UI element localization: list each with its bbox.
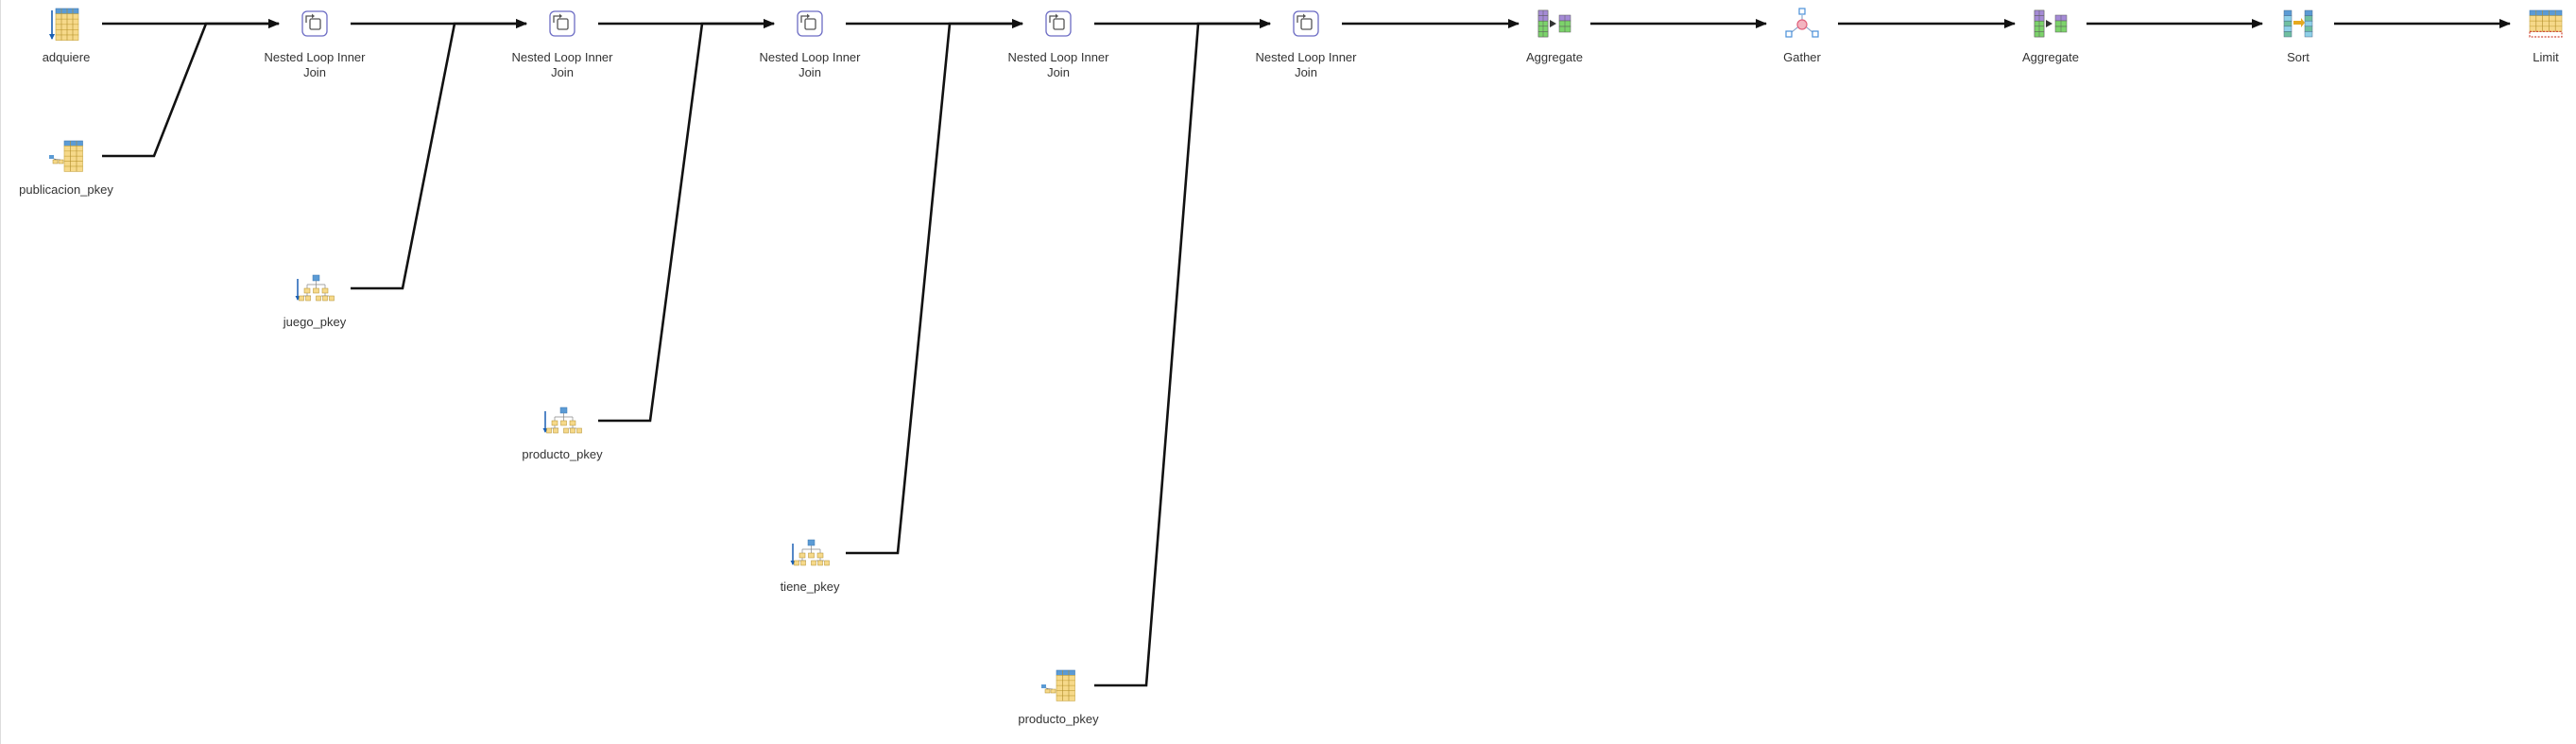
node-label-line: producto_pkey [522,447,603,461]
node-label-line: Sort [2287,50,2310,64]
node-label-line: Join [551,65,574,79]
nested-loop-icon [797,10,823,37]
node-label: Gather [1783,50,1821,64]
plan-node-adquiere[interactable]: adquiere [43,8,91,64]
node-label-line: Gather [1783,50,1821,64]
node-label-line: producto_pkey [1018,712,1099,726]
node-label-line: Join [303,65,326,79]
node-label: producto_pkey [522,447,603,461]
node-label: Aggregate [2022,50,2079,64]
node-label-line: tiene_pkey [781,580,840,594]
node-label: publicacion_pkey [19,182,113,197]
plan-node-producto-pkey-1[interactable]: producto_pkey [522,407,603,461]
node-label-line: Join [799,65,821,79]
index-scan-icon [542,407,582,434]
node-label-line: Join [1047,65,1070,79]
plan-node-limit[interactable]: Limit [2529,9,2563,64]
nested-loop-icon [1045,10,1072,37]
node-label-line: publicacion_pkey [19,182,113,197]
node-label: adquiere [43,50,91,64]
node-label: tiene_pkey [781,580,840,594]
node-label-line: Aggregate [1526,50,1583,64]
node-label-line: Nested Loop Inner [512,50,614,64]
nested-loop-icon [301,10,328,37]
node-label-line: juego_pkey [283,315,347,329]
node-label: producto_pkey [1018,712,1099,726]
plan-node-publicacion-pkey[interactable]: publicacion_pkey [19,140,113,197]
aggregate-icon [2034,9,2068,38]
plan-node-tiene-pkey[interactable]: tiene_pkey [781,539,840,594]
node-label: Limit [2533,50,2559,64]
node-label-line: Nested Loop Inner [760,50,862,64]
limit-icon [2529,9,2563,38]
node-label-line: Join [1295,65,1317,79]
edge-producto_pkey_2-to-nlj5 [1094,19,1271,687]
node-label: juego_pkey [283,315,347,329]
node-label: Aggregate [1526,50,1583,64]
plan-node-juego-pkey[interactable]: juego_pkey [283,274,347,329]
nested-loop-icon [1293,10,1319,37]
aggregate-icon [1537,9,1571,38]
node-label-line: Nested Loop Inner [1256,50,1358,64]
edge-producto_pkey_1-to-nlj3 [598,19,775,423]
nested-loop-icon [549,10,575,37]
sort-icon [2283,9,2313,38]
plan-node-producto-pkey-2[interactable]: producto_pkey [1018,669,1099,726]
index-only-scan-icon [1041,669,1075,701]
edge-tiene_pkey-to-nlj4 [846,19,1023,555]
edge-juego_pkey-to-nlj2 [351,19,527,290]
edge-publicacion_pkey-to-nlj1 [102,19,280,158]
node-label: Sort [2287,50,2310,64]
gather-icon [1785,8,1819,38]
node-label-line: Limit [2533,50,2559,64]
node-label-line: adquiere [43,50,91,64]
index-scan-icon [790,539,830,566]
node-label-line: Nested Loop Inner [1008,50,1110,64]
node-label-line: Nested Loop Inner [265,50,367,64]
index-only-scan-icon [49,140,83,172]
plan-node-sort[interactable]: Sort [2283,9,2313,64]
plan-node-aggregate1[interactable]: Aggregate [1526,9,1583,64]
seq-scan-icon [49,8,79,41]
plan-node-aggregate2[interactable]: Aggregate [2022,9,2079,64]
plan-node-gather[interactable]: Gather [1783,8,1822,64]
node-label-line: Aggregate [2022,50,2079,64]
index-scan-icon [295,274,335,302]
